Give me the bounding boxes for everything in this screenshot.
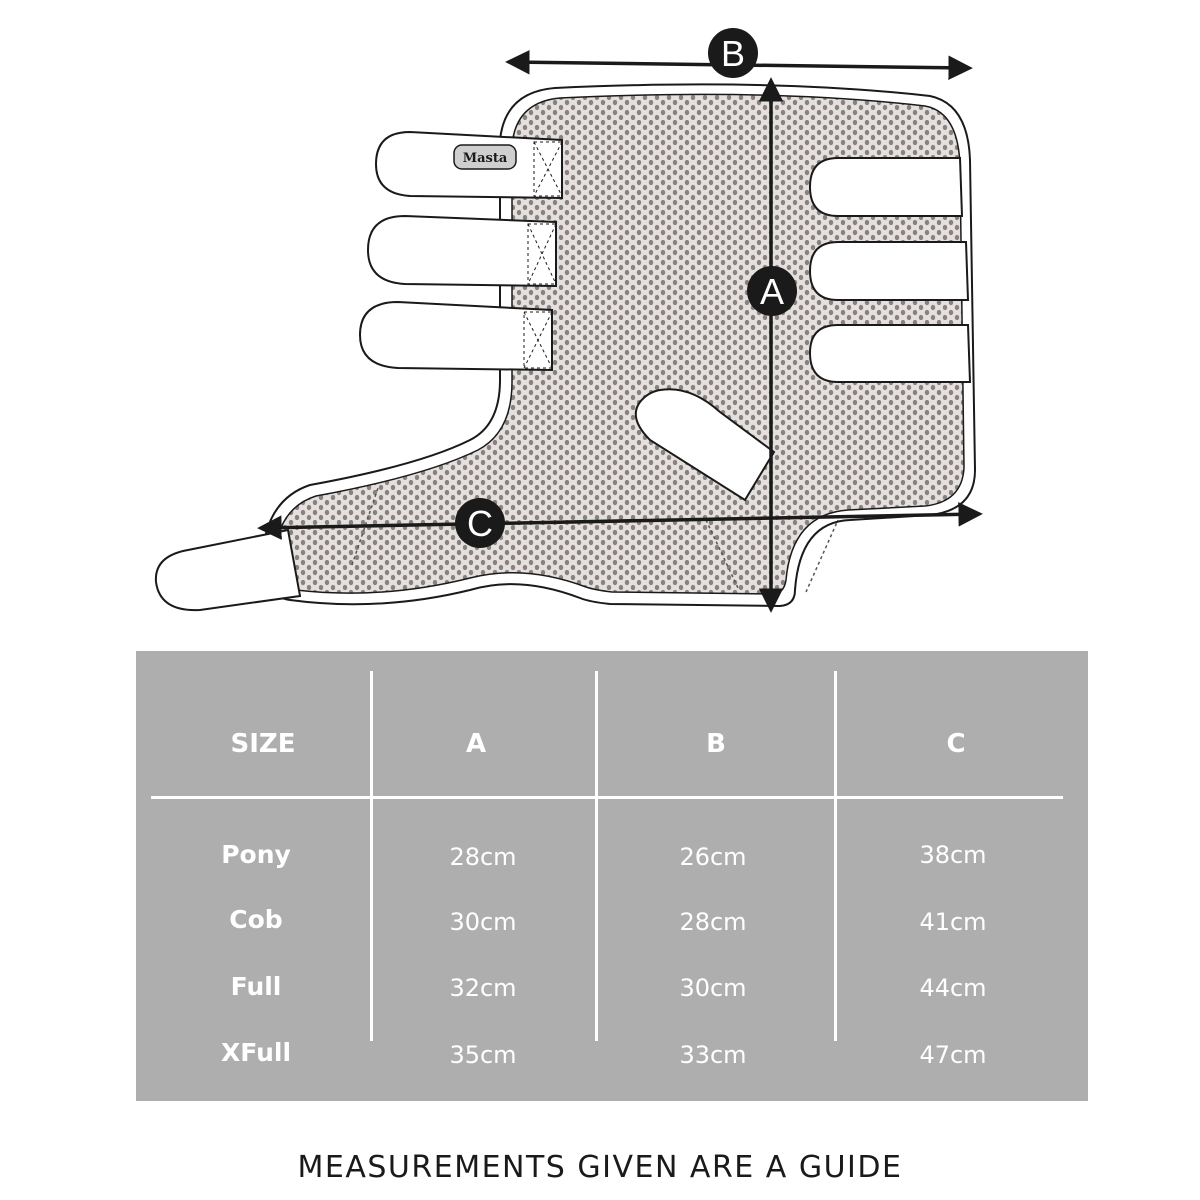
left-strap-top: Masta [374,130,563,200]
table-cell-a: 32cm [449,974,517,1002]
boot-mesh-panel [273,93,965,595]
svg-text:B: B [721,33,745,74]
table-cell-a: 35cm [449,1041,517,1069]
size-chart-table: SIZE A B C Pony 28cm 26cm 38cm Cob 30cm … [136,651,1088,1101]
right-slot-middle [808,241,970,301]
svg-text:C: C [467,503,493,544]
svg-text:A: A [760,271,784,312]
brand-label: Masta [463,151,508,166]
marker-a: A [747,266,797,316]
measurement-disclaimer: MEASUREMENTS GIVEN ARE A GUIDE [297,1150,903,1185]
header-b: B [706,729,726,759]
table-row-size: XFull [220,1038,292,1067]
header-c: C [946,729,966,759]
table-cell-c: 38cm [919,841,987,869]
marker-c: C [455,498,505,548]
left-strap-middle [366,214,557,288]
table-header-rule [151,796,1063,799]
inner-tab [634,388,776,502]
table-cell-b: 26cm [679,843,747,871]
table-cell-a: 30cm [449,908,517,936]
table-row-size: Cob [229,905,283,934]
header-size: SIZE [230,729,296,759]
table-cell-c: 41cm [919,908,987,936]
table-cell-b: 28cm [679,908,747,936]
table-divider [595,671,598,1041]
right-slot-top [808,157,964,217]
brand-badge [453,144,517,170]
bottom-strap [154,528,302,612]
measure-arrow-c [257,502,983,540]
stitch-line [351,487,379,566]
boot-diagram: Masta B A C [154,28,983,613]
table-cell-c: 47cm [919,1041,987,1069]
table-cell-c: 44cm [919,974,987,1002]
marker-b: B [708,28,758,78]
table-divider [370,671,373,1041]
table-row-size: Full [230,972,282,1001]
stitch-line [805,519,839,593]
table-cell-b: 33cm [679,1041,747,1069]
table-divider [834,671,837,1041]
table-cell-a: 28cm [449,843,517,871]
right-slot-bottom [808,324,972,383]
left-strap-bottom [358,300,553,372]
table-row-size: Pony [221,840,291,869]
table-cell-b: 30cm [679,974,747,1002]
header-a: A [465,729,487,759]
